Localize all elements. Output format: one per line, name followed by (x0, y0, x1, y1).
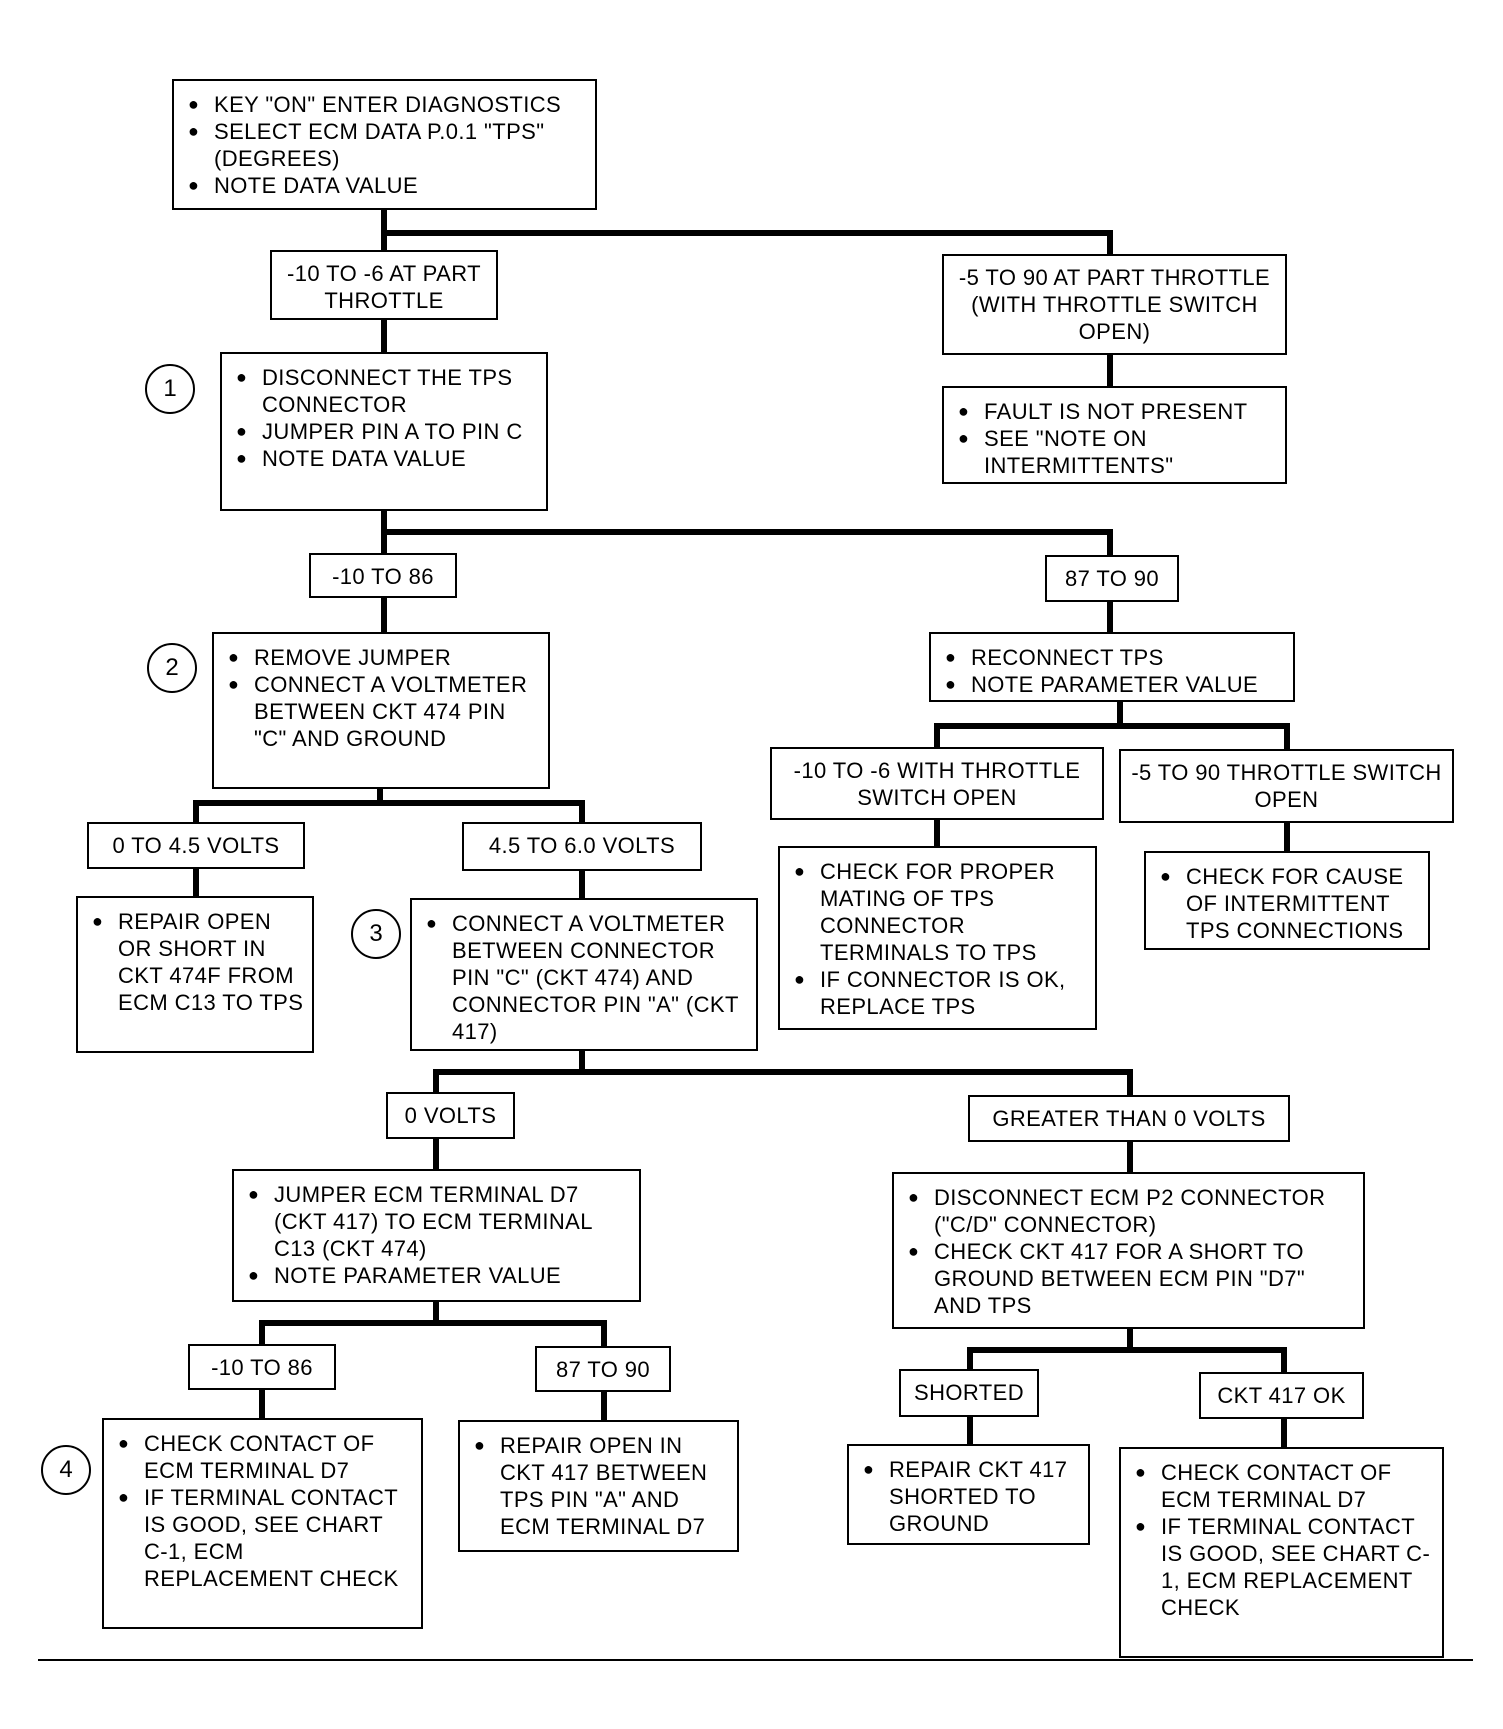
branch-line (193, 800, 585, 825)
step-marker: 4 (41, 1445, 91, 1495)
condition-box: SHORTED (899, 1369, 1039, 1417)
step-item: IF CONNECTOR IS OK, REPLACE TPS (792, 966, 1087, 1020)
step-item: KEY "ON" ENTER DIAGNOSTICS (186, 91, 587, 118)
step-item: JUMPER PIN A TO PIN C (234, 418, 538, 445)
condition-box: 0 TO 4.5 VOLTS (87, 822, 305, 869)
step-item: RECONNECT TPS (943, 644, 1285, 671)
step-box: CHECK FOR PROPER MATING OF TPS CONNECTOR… (778, 846, 1097, 1030)
step-box: RECONNECT TPS NOTE PARAMETER VALUE (929, 632, 1295, 702)
step-item: CHECK CONTACT OF ECM TERMINAL D7 (116, 1430, 413, 1484)
step-item: SEE "NOTE ON INTERMITTENTS" (956, 425, 1277, 479)
condition-box: -10 TO 86 (188, 1344, 336, 1390)
step-box: KEY "ON" ENTER DIAGNOSTICS SELECT ECM DA… (172, 79, 597, 210)
step-box: REPAIR OPEN OR SHORT IN CKT 474F FROM EC… (76, 896, 314, 1053)
step-item: NOTE PARAMETER VALUE (943, 671, 1285, 698)
branch-line (433, 1299, 607, 1349)
step-item: IF TERMINAL CONTACT IS GOOD, SEE CHART C… (1133, 1513, 1434, 1621)
branch-line (1117, 699, 1290, 752)
step-item: DISCONNECT THE TPS CONNECTOR (234, 364, 538, 418)
step-item: CONNECT A VOLTMETER BETWEEN CKT 474 PIN … (226, 671, 540, 752)
step-item: REMOVE JUMPER (226, 644, 540, 671)
condition-box: CKT 417 OK (1199, 1372, 1364, 1419)
step-item: REPAIR OPEN OR SHORT IN CKT 474F FROM EC… (90, 908, 304, 1016)
branch-line (579, 1048, 1133, 1098)
step-item: DISCONNECT ECM P2 CONNECTOR ("C/D" CONNE… (906, 1184, 1355, 1238)
condition-box: -5 TO 90 AT PART THROTTLE (WITH THROTTLE… (942, 254, 1287, 355)
step-box: FAULT IS NOT PRESENT SEE "NOTE ON INTERM… (942, 386, 1287, 484)
branch-line (381, 207, 1113, 257)
step-marker: 2 (147, 643, 197, 693)
step-box: DISCONNECT ECM P2 CONNECTOR ("C/D" CONNE… (892, 1172, 1365, 1329)
condition-box: -10 TO -6 AT PART THROTTLE (270, 250, 498, 320)
step-item: FAULT IS NOT PRESENT (956, 398, 1277, 425)
bottom-rule (38, 1659, 1473, 1661)
step-box: JUMPER ECM TERMINAL D7 (CKT 417) TO ECM … (232, 1169, 641, 1302)
condition-box: GREATER THAN 0 VOLTS (968, 1095, 1290, 1142)
condition-box: 87 TO 90 (1045, 555, 1179, 602)
condition-box: -10 TO 86 (309, 553, 457, 598)
step-item: CHECK CKT 417 FOR A SHORT TO GROUND BETW… (906, 1238, 1355, 1319)
step-box: CHECK FOR CAUSE OF INTERMITTENT TPS CONN… (1144, 851, 1430, 950)
step-box: DISCONNECT THE TPS CONNECTOR JUMPER PIN … (220, 352, 548, 511)
step-item: NOTE PARAMETER VALUE (246, 1262, 631, 1289)
step-box: CONNECT A VOLTMETER BETWEEN CONNECTOR PI… (410, 898, 758, 1051)
step-item: NOTE DATA VALUE (234, 445, 538, 472)
step-box: REPAIR CKT 417 SHORTED TO GROUND (847, 1444, 1090, 1545)
condition-box: -5 TO 90 THROTTLE SWITCH OPEN (1119, 749, 1454, 823)
step-marker: 1 (145, 364, 195, 414)
step-item: CHECK CONTACT OF ECM TERMINAL D7 (1133, 1459, 1434, 1513)
condition-box: -10 TO -6 WITH THROTTLE SWITCH OPEN (770, 747, 1104, 820)
step-box: CHECK CONTACT OF ECM TERMINAL D7 IF TERM… (102, 1418, 423, 1629)
step-box: REPAIR OPEN IN CKT 417 BETWEEN TPS PIN "… (458, 1420, 739, 1552)
step-item: SELECT ECM DATA P.0.1 "TPS" (DEGREES) (186, 118, 587, 172)
condition-box: 4.5 TO 6.0 VOLTS (462, 822, 702, 871)
step-item: CONNECT A VOLTMETER BETWEEN CONNECTOR PI… (424, 910, 748, 1045)
step-item: REPAIR OPEN IN CKT 417 BETWEEN TPS PIN "… (472, 1432, 729, 1540)
step-item: CHECK FOR CAUSE OF INTERMITTENT TPS CONN… (1158, 863, 1420, 944)
step-box: REMOVE JUMPER CONNECT A VOLTMETER BETWEE… (212, 632, 550, 789)
branch-line (381, 508, 1113, 558)
condition-box: 87 TO 90 (535, 1346, 671, 1392)
step-item: CHECK FOR PROPER MATING OF TPS CONNECTOR… (792, 858, 1087, 966)
condition-box: 0 VOLTS (386, 1092, 515, 1139)
branch-line (1127, 1326, 1287, 1375)
step-item: NOTE DATA VALUE (186, 172, 587, 199)
step-item: REPAIR CKT 417 SHORTED TO GROUND (861, 1456, 1080, 1537)
step-box: CHECK CONTACT OF ECM TERMINAL D7 IF TERM… (1119, 1447, 1444, 1658)
step-item: JUMPER ECM TERMINAL D7 (CKT 417) TO ECM … (246, 1181, 631, 1262)
step-item: IF TERMINAL CONTACT IS GOOD, SEE CHART C… (116, 1484, 413, 1592)
step-marker: 3 (351, 909, 401, 959)
